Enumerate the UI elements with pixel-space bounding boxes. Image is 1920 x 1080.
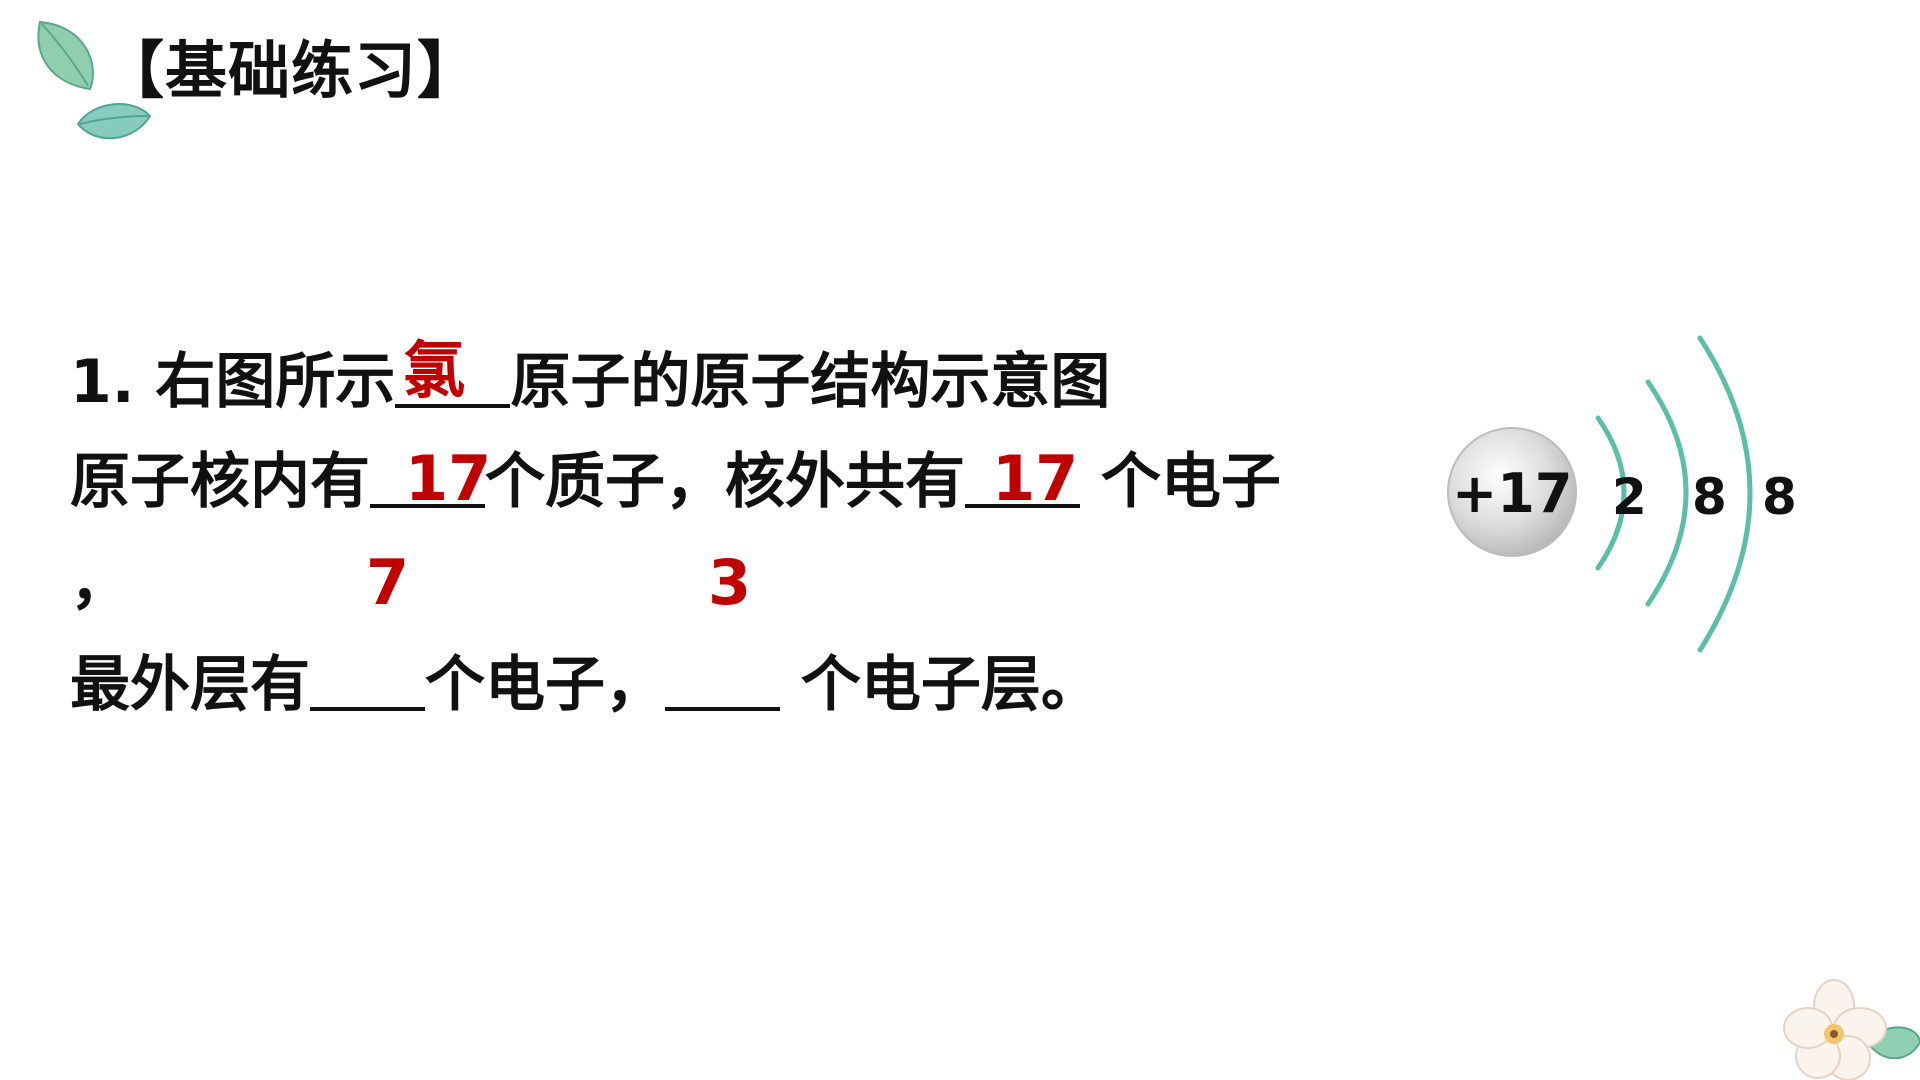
shell-electron-count: 2 [1612, 468, 1647, 526]
electron-shell-arc-1 [1595, 415, 1627, 571]
question-text: 1. 右图所示 [70, 347, 396, 417]
question-text: 个电子 [1080, 447, 1281, 517]
page-title: 【基础练习】 [102, 34, 481, 107]
atom-structure-diagram: +17 2 8 8 [1420, 320, 1840, 660]
shell-electron-count: 8 [1762, 468, 1797, 526]
question-text: 最外层有 [70, 650, 310, 720]
question-text: 个质子，核外共有 [485, 447, 965, 517]
flower-icon [1783, 979, 1920, 1080]
question-text: 原子的原子结构示意图 [510, 347, 1111, 417]
question-text: ， [70, 548, 130, 618]
answer-protons: 17 [405, 442, 492, 515]
electron-shell-arc-2 [1645, 379, 1689, 607]
question-line-1: 1. 右图所示原子的原子结构示意图 [70, 352, 1110, 412]
shell-electron-count: 8 [1692, 468, 1727, 526]
question-text: 原子核内有 [70, 447, 370, 517]
question-line-4: 最外层有个电子， 个电子层。 [70, 655, 1101, 715]
nucleus-circle [1447, 427, 1577, 557]
answer-shells: 3 [708, 546, 752, 619]
answer-blank [310, 655, 425, 711]
nucleus-charge: +17 [1452, 462, 1573, 525]
question-line-3: ， [70, 553, 130, 613]
answer-blank [965, 452, 1080, 508]
electron-shell-arc-3 [1697, 335, 1753, 653]
answer-element: 氯 [403, 334, 466, 407]
answer-blank [665, 655, 780, 711]
answer-electrons: 17 [992, 442, 1079, 515]
question-line-2: 原子核内有个质子，核外共有 个电子 [70, 452, 1281, 512]
answer-blank [395, 352, 511, 408]
answer-outer-electrons: 7 [366, 546, 410, 619]
question-text: 个电子层。 [780, 650, 1101, 720]
leaf-icon [76, 103, 152, 140]
atom-diagram-graphic [1447, 335, 1753, 653]
answer-blank [370, 452, 485, 508]
question-text: 个电子， [425, 650, 665, 720]
leaf-icon [37, 20, 94, 91]
